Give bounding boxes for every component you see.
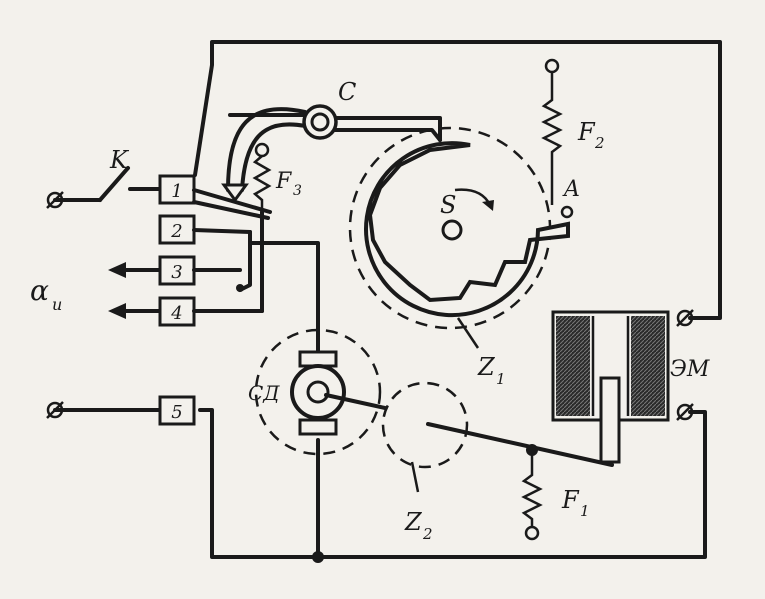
wire-top-frame <box>193 40 722 320</box>
label-f2-sub: 2 <box>594 134 605 152</box>
spring-f3 <box>252 142 272 210</box>
terminal-label-5: 5 <box>171 402 182 423</box>
label-z2-sub: 2 <box>422 525 433 543</box>
cam-s-disk <box>364 141 570 318</box>
switch-k-blade <box>98 166 130 202</box>
output-arrowhead-4 <box>108 303 126 319</box>
cam-s-rotation-arrowhead <box>482 200 494 211</box>
label-f1-sub: 1 <box>580 502 590 520</box>
label-z2: Z <box>404 508 423 536</box>
terminal-circle-left-bottom <box>46 401 64 419</box>
contact-leaf-3 <box>192 228 252 234</box>
wire-block-to-motor <box>248 241 320 357</box>
lever-c-arm-lower <box>333 128 442 142</box>
lever-c-pivot-inner <box>310 112 330 132</box>
label-em: ЭМ <box>670 357 710 382</box>
label-f3-sub: 3 <box>293 183 302 199</box>
contact-leaf-2 <box>192 200 270 220</box>
terminal-box-1 <box>158 174 196 205</box>
spring-f3-coil <box>252 155 272 210</box>
cam-s-axle <box>441 219 463 241</box>
lever-c-hook-tip <box>221 183 249 203</box>
em-terminal-bottom-slash <box>676 403 694 421</box>
spring-f2-coil <box>541 72 563 205</box>
terminal-circle-left-top <box>46 191 64 209</box>
wire-bottom-frame <box>198 408 707 559</box>
gear-z2-outline <box>381 381 469 469</box>
terminal-label-4: 4 <box>170 303 182 324</box>
label-z1-sub: 1 <box>496 370 506 388</box>
em-terminal-top-slash <box>676 309 694 327</box>
label-output: α <box>30 274 49 307</box>
label-motor: СД <box>248 381 280 405</box>
contact-dot <box>236 284 244 292</box>
motor-gear-outline <box>254 328 382 456</box>
label-output-sub: u <box>52 295 62 314</box>
em-terminal-bottom <box>676 403 694 421</box>
lever-c <box>221 104 442 203</box>
lever-f1-arm <box>426 422 614 467</box>
lever-c-hook-inner <box>240 122 307 192</box>
label-k: K <box>109 146 130 174</box>
em-plunger <box>599 376 621 464</box>
label-s: S <box>440 191 456 219</box>
lever-c-hook-outer <box>226 107 307 192</box>
contact-leaves <box>192 188 320 357</box>
motor-link-rod <box>324 393 387 410</box>
terminal-label-2: 2 <box>170 221 182 242</box>
em-coil-left <box>556 316 590 416</box>
em-terminal-top <box>676 309 694 327</box>
terminal-label-1: 1 <box>171 181 182 202</box>
label-a: A <box>562 177 580 202</box>
point-a-terminal <box>560 205 574 219</box>
contact-leaf-1 <box>192 188 272 214</box>
terminal-box-5 <box>158 395 196 426</box>
terminal-block: 1 2 3 4 5 <box>158 174 196 426</box>
spring-f2 <box>541 58 563 205</box>
motor-brush-bottom <box>298 418 338 436</box>
terminal-label-3: 3 <box>171 262 182 283</box>
label-z1: Z <box>477 353 496 381</box>
label-c: C <box>338 78 356 106</box>
motor-cd <box>290 350 346 436</box>
spring-f1-coil <box>521 455 543 527</box>
electromagnet-em <box>551 310 670 464</box>
spring-f3-anchor <box>254 142 270 158</box>
z1-leader <box>456 317 480 349</box>
terminal-box-4 <box>158 296 196 327</box>
motor-brush-top <box>298 350 338 368</box>
output-arrowhead-3 <box>108 262 126 278</box>
spring-f1-anchor <box>524 525 540 541</box>
lever-f1-pivot <box>526 444 538 456</box>
spring-f2-anchor <box>544 58 560 74</box>
junction-dot-bottom <box>312 551 324 563</box>
label-f1: F <box>561 486 580 514</box>
label-f3: F <box>275 169 292 194</box>
em-coil-right <box>631 316 665 416</box>
terminal-box-3 <box>158 255 196 286</box>
contact-bridge-inner <box>238 230 252 292</box>
z2-leader <box>410 461 420 493</box>
spring-f1 <box>521 455 543 541</box>
label-f2: F <box>577 118 596 146</box>
lever-c-arm-right <box>333 116 442 142</box>
motor-shaft <box>306 380 330 404</box>
